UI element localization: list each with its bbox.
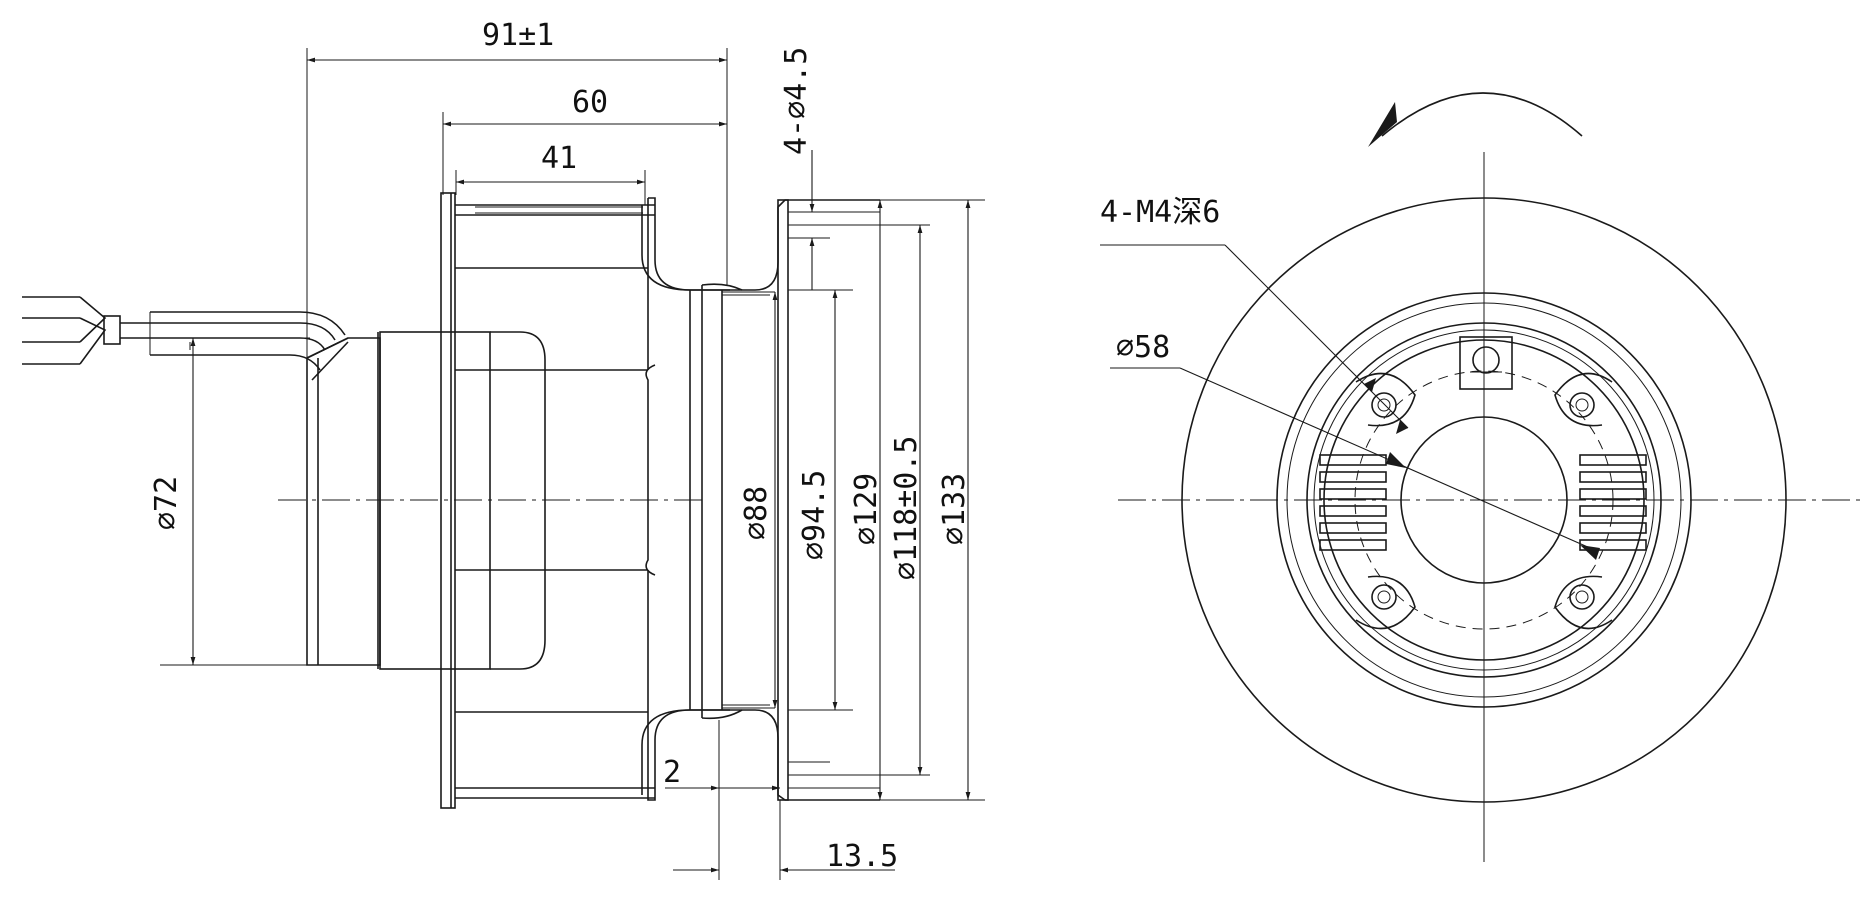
callout-hub-diameter: ⌀58 <box>1116 330 1170 365</box>
dim-dia-118: ⌀118±0.5 <box>889 436 924 581</box>
side-view: 91±1 60 41 4-⌀4.5 ⌀72 ⌀88 ⌀94.5 ⌀129 ⌀11… <box>22 18 985 880</box>
leader-thread-holes <box>1100 244 1409 434</box>
outer-ring <box>1181 197 1787 803</box>
dim-dia-133: ⌀133 <box>937 473 972 545</box>
dim-mount-holes: 4-⌀4.5 <box>779 47 814 155</box>
impeller-housing <box>440 192 730 809</box>
dim-dia-94-5: ⌀94.5 <box>797 470 832 560</box>
cable-wires <box>22 296 346 371</box>
mounting-bosses <box>1355 372 1613 630</box>
dim-overall-length: 91±1 <box>482 18 554 53</box>
leader-hub-diameter <box>1110 367 1600 560</box>
hub-circle <box>1400 416 1568 584</box>
dim-length-60: 60 <box>572 85 608 120</box>
dim-dia-129: ⌀129 <box>849 473 884 545</box>
witness-lines <box>160 48 985 880</box>
connector-box <box>1459 336 1513 390</box>
rotation-arrow <box>1381 92 1583 137</box>
callout-thread-holes: 4-M4深6 <box>1100 195 1220 230</box>
vertical-dimensions <box>190 150 971 800</box>
front-view: 4-M4深6 ⌀58 <box>1100 92 1862 862</box>
dim-depth-13-5: 13.5 <box>826 839 898 874</box>
dim-length-41: 41 <box>541 141 577 176</box>
dim-dia-72: ⌀72 <box>149 476 184 530</box>
dim-dia-88: ⌀88 <box>739 486 774 540</box>
horizontal-dimensions <box>307 57 895 873</box>
motor-body <box>306 331 546 670</box>
dim-gap-2: 2 <box>663 755 681 790</box>
cooling-slots <box>1319 454 1647 551</box>
